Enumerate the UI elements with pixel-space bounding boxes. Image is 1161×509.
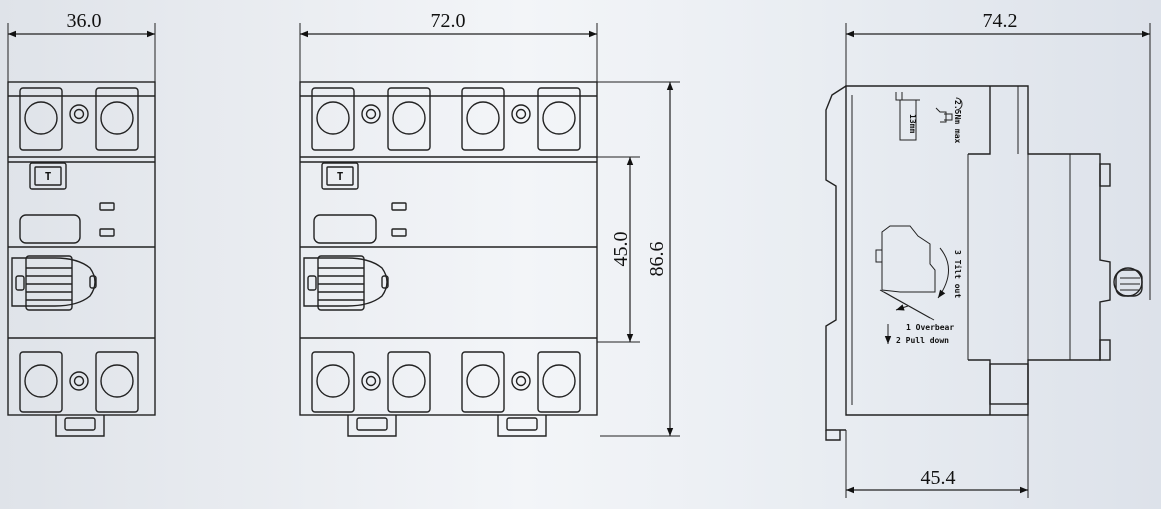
test-button <box>29 162 67 190</box>
side-view: 74.2 45.4 <box>825 10 1151 498</box>
toggle-handle <box>11 255 97 311</box>
dimension-label-45-4: 45.4 <box>921 467 956 489</box>
dimension-label-45: 45.0 <box>610 232 632 267</box>
dimension-label-36: 36.0 <box>67 10 102 32</box>
dimension-height-86: 86.6 <box>597 81 680 437</box>
front-view-2-pole: 36.0 T <box>7 10 156 437</box>
side-toggle-handle <box>1113 267 1143 297</box>
dimension-depth-45-4: 45.4 <box>845 415 1029 498</box>
step-3-label: 3 Tilt out <box>953 250 963 298</box>
front-view-4-pole: 72.0 T <box>299 10 680 437</box>
wiring-instructions: 2.5Nm max 13mm <box>895 92 963 144</box>
test-button-symbol: T <box>45 170 52 183</box>
dimension-label-72: 72.0 <box>431 10 466 32</box>
dimension-depth-74: 74.2 <box>845 10 1151 300</box>
step-2-label: 2 Pull down <box>896 336 949 345</box>
test-button-symbol-4p: T <box>337 170 344 183</box>
strip-length-label: 13mm <box>908 114 917 133</box>
dimension-width-2p: 36.0 <box>7 10 156 82</box>
dimension-label-74: 74.2 <box>983 10 1018 32</box>
dimension-height-45: 45.0 <box>597 156 640 343</box>
dimension-label-86: 86.6 <box>646 242 668 277</box>
step-1-label: 1 Overbear <box>906 323 954 332</box>
torque-label: 2.5Nm max <box>953 100 962 144</box>
removal-instructions: 1 Overbear 2 Pull down 3 Tilt out <box>875 225 963 345</box>
dimension-width-4p: 72.0 <box>299 10 598 82</box>
indicator-window <box>19 214 81 244</box>
